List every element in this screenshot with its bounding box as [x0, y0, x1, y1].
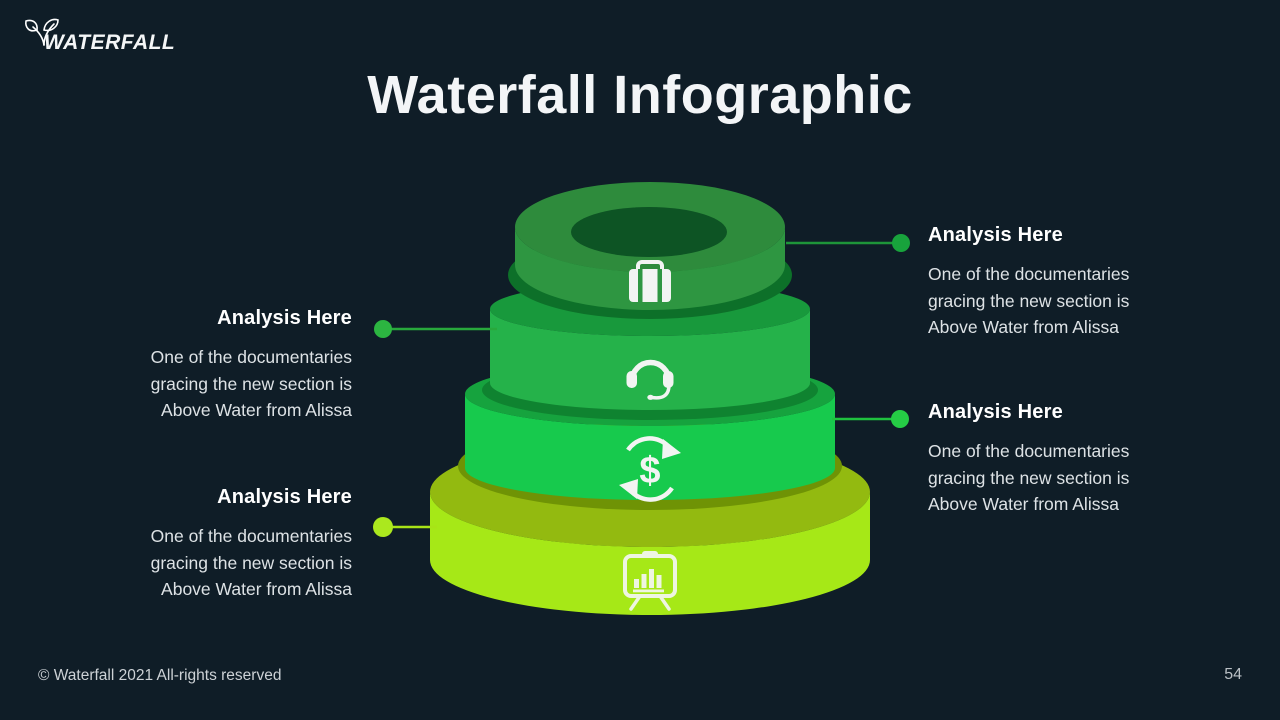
callout-body: One of the documentaries gracing the new…: [84, 344, 352, 424]
callout-body: One of the documentaries gracing the new…: [928, 261, 1196, 341]
svg-text:$: $: [639, 450, 660, 492]
callout-right-bottom: Analysis Here One of the documentaries g…: [928, 401, 1196, 518]
callout-body-line: gracing the new section is: [928, 290, 1130, 311]
connector-dot: [374, 320, 392, 338]
callout-body: One of the documentaries gracing the new…: [928, 438, 1196, 518]
connector-dot: [891, 410, 909, 428]
logo-text: WATERFALL: [44, 31, 176, 54]
callout-body-line: Above Water from Alissa: [928, 317, 1119, 337]
callout-heading: Analysis Here: [217, 486, 352, 508]
callout-body-line: One of the documentaries: [928, 264, 1130, 284]
callout-body-line: Above Water from Alissa: [928, 494, 1119, 514]
connector-left-bottom: [373, 517, 437, 537]
callout-body-line: One of the documentaries: [150, 347, 352, 367]
connector-dot: [892, 234, 910, 252]
currency-exchange-icon: $: [619, 436, 681, 502]
callout-heading: Analysis Here: [928, 401, 1063, 423]
callout-body-line: One of the documentaries: [928, 441, 1130, 461]
connector-left-middle: [374, 320, 497, 338]
connector-right-top: [786, 234, 910, 252]
callout-body-line: One of the documentaries: [150, 526, 352, 546]
callout-body-line: Above Water from Alissa: [161, 400, 352, 420]
callout-left-bottom: Analysis Here One of the documentaries g…: [84, 486, 352, 603]
callout-body-line: gracing the new section is: [150, 552, 352, 573]
presentation-chart-icon: [623, 551, 677, 611]
callout-body: One of the documentaries gracing the new…: [84, 523, 352, 603]
callout-body-line: Above Water from Alissa: [161, 579, 352, 599]
leaf-icon: [25, 18, 59, 46]
tier-1: [515, 182, 785, 310]
callout-body-line: gracing the new section is: [150, 373, 352, 394]
connector-dot: [373, 517, 393, 537]
connector-right-bottom: [832, 410, 909, 428]
page-number: 54: [1224, 666, 1242, 683]
copyright-text: © Waterfall 2021 All-rights reserved: [38, 667, 282, 684]
callout-heading: Analysis Here: [217, 307, 352, 329]
page-title: Waterfall Infographic: [367, 65, 913, 125]
callout-heading: Analysis Here: [928, 224, 1063, 246]
headset-icon: [626, 359, 674, 400]
logo: WATERFALL: [24, 18, 244, 62]
briefcase-icon: [629, 260, 671, 302]
callout-body-line: gracing the new section is: [928, 467, 1130, 488]
callout-left-top: Analysis Here One of the documentaries g…: [84, 307, 352, 424]
callout-right-top: Analysis Here One of the documentaries g…: [928, 224, 1196, 341]
